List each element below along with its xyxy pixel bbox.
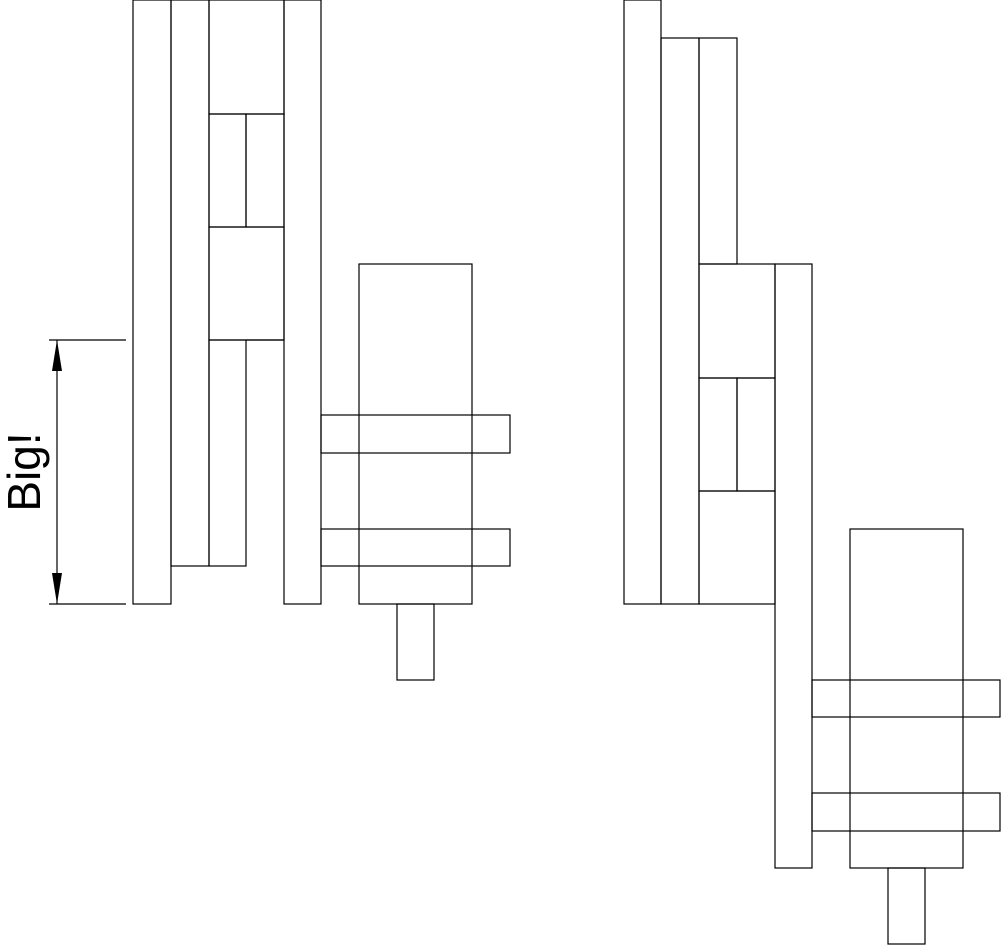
plate-3 bbox=[283, 0, 322, 605]
plate-3 bbox=[774, 263, 813, 869]
right-assembly bbox=[623, 0, 1001, 945]
block-bottom bbox=[208, 339, 247, 567]
left-assembly bbox=[132, 0, 511, 681]
flange-lower bbox=[320, 528, 511, 567]
block-mid-right bbox=[736, 377, 776, 492]
shaft bbox=[887, 867, 926, 945]
plate-2 bbox=[170, 0, 210, 567]
block-top bbox=[698, 263, 776, 379]
block-mid-left bbox=[208, 113, 247, 228]
arrowhead-top-icon bbox=[52, 340, 62, 371]
plate-upper bbox=[698, 37, 738, 265]
block-mid-left bbox=[698, 377, 738, 492]
dimension: Big! bbox=[0, 339, 126, 605]
flange-lower bbox=[811, 792, 1001, 832]
dimension-label: Big! bbox=[0, 432, 50, 511]
plate-1 bbox=[623, 0, 662, 605]
block-bottom bbox=[698, 490, 776, 605]
block-lower bbox=[208, 226, 285, 341]
arrowhead-bottom-icon bbox=[52, 573, 62, 604]
motor-body bbox=[849, 528, 964, 869]
block-mid-right bbox=[245, 113, 285, 228]
shaft bbox=[396, 603, 435, 681]
plate-2 bbox=[660, 37, 700, 605]
motor-body bbox=[358, 263, 473, 605]
flange-upper bbox=[320, 414, 511, 454]
block-top bbox=[208, 0, 285, 115]
plate-1 bbox=[132, 0, 172, 605]
flange-upper bbox=[811, 679, 1001, 718]
